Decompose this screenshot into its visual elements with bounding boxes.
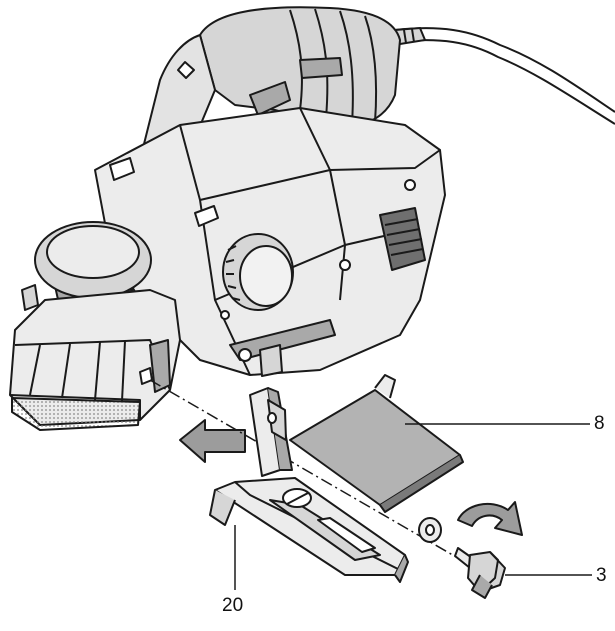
push-arrow-icon [179, 419, 246, 463]
assembly-axis-line [149, 379, 471, 566]
rotate-arrow-icon [457, 501, 523, 536]
callout-3: 3 [596, 565, 607, 586]
leader-lines [234, 423, 592, 590]
wing-screw-part-3 [454, 547, 506, 599]
washer [418, 517, 442, 543]
parallel-guide-part-20 [209, 387, 409, 583]
callout-8: 8 [594, 413, 605, 434]
plate-part-8 [289, 374, 464, 513]
front-shoe [9, 284, 181, 431]
callout-20: 20 [222, 595, 244, 616]
depth-adjust-knob [222, 233, 294, 311]
power-cord [393, 26, 615, 125]
